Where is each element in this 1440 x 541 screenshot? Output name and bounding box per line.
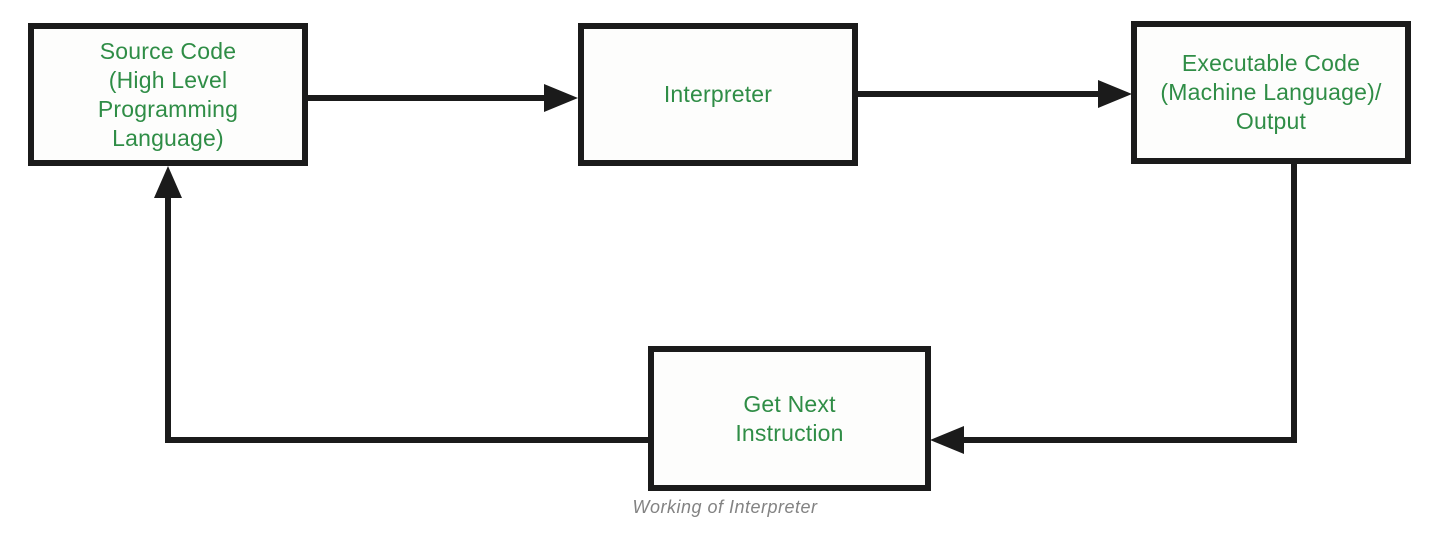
node-source-code-label: Source Code (High Level Programming Lang… <box>97 37 239 151</box>
arrow-interpreter-to-executable-line <box>857 91 1102 97</box>
arrow-executable-to-getnext-vertical-line <box>1291 163 1297 443</box>
node-get-next-instruction: Get Next Instruction <box>648 346 931 491</box>
arrow-executable-to-getnext-horizontal-line <box>962 437 1297 443</box>
arrow-source-to-interpreter-line <box>308 95 550 101</box>
node-interpreter-label: Interpreter <box>663 81 773 107</box>
node-executable-code: Executable Code (Machine Language)/ Outp… <box>1131 21 1411 164</box>
arrow-up-icon <box>154 166 182 198</box>
node-executable-code-label: Executable Code (Machine Language)/ Outp… <box>1160 50 1382 134</box>
arrow-left-icon <box>930 426 964 454</box>
diagram-caption: Working of Interpreter <box>632 497 818 517</box>
node-interpreter: Interpreter <box>578 23 858 166</box>
node-get-next-instruction-label: Get Next Instruction <box>735 390 844 446</box>
arrow-right-icon <box>544 84 578 112</box>
arrow-getnext-to-source-vertical-line <box>165 194 171 443</box>
arrow-right-icon <box>1098 80 1132 108</box>
node-source-code: Source Code (High Level Programming Lang… <box>28 23 308 166</box>
arrow-getnext-to-source-horizontal-line <box>165 437 648 443</box>
